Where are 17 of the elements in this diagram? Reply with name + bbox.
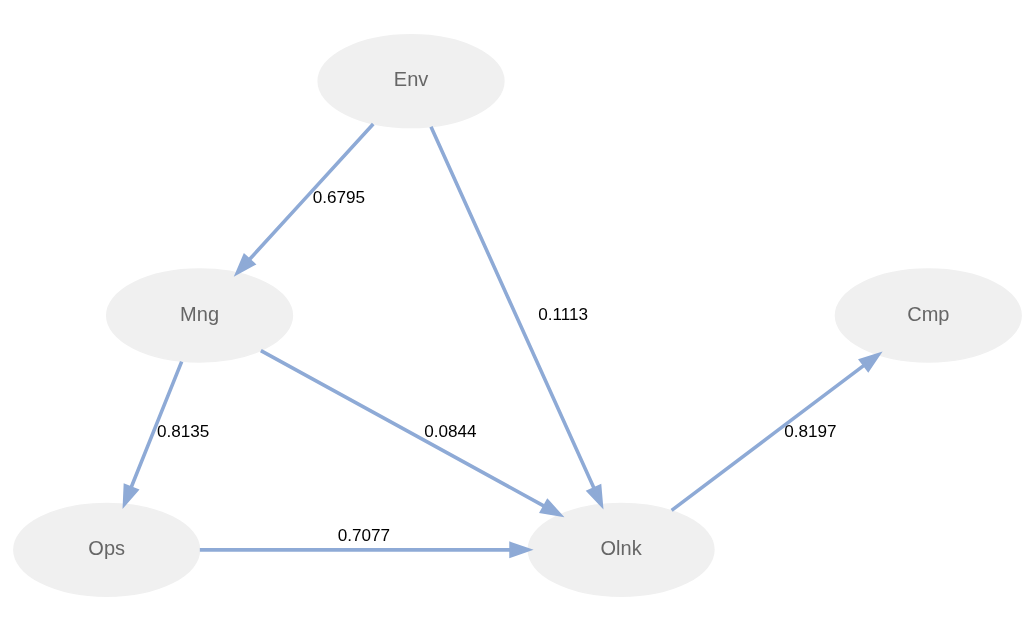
edge-label: 0.0844 <box>424 421 477 442</box>
arrow <box>260 349 565 518</box>
edge-label: 0.6795 <box>312 186 366 207</box>
node-ellipse: Mng <box>105 268 294 363</box>
edge-label: 0.8135 <box>156 421 210 442</box>
node-ellipse: Olnk <box>527 502 715 597</box>
edge-label: 0.8197 <box>784 421 837 442</box>
node-ellipse: Env <box>317 34 505 129</box>
node-ellipse: Cmp <box>834 268 1022 363</box>
arrow <box>122 360 184 509</box>
arrow <box>233 122 375 277</box>
node-ellipse: Ops <box>13 502 201 597</box>
edge-label: 0.7077 <box>337 524 391 545</box>
arrow <box>670 351 883 512</box>
arrow <box>199 541 534 559</box>
edge-label: 0.1113 <box>538 303 589 324</box>
arrow <box>429 126 604 510</box>
